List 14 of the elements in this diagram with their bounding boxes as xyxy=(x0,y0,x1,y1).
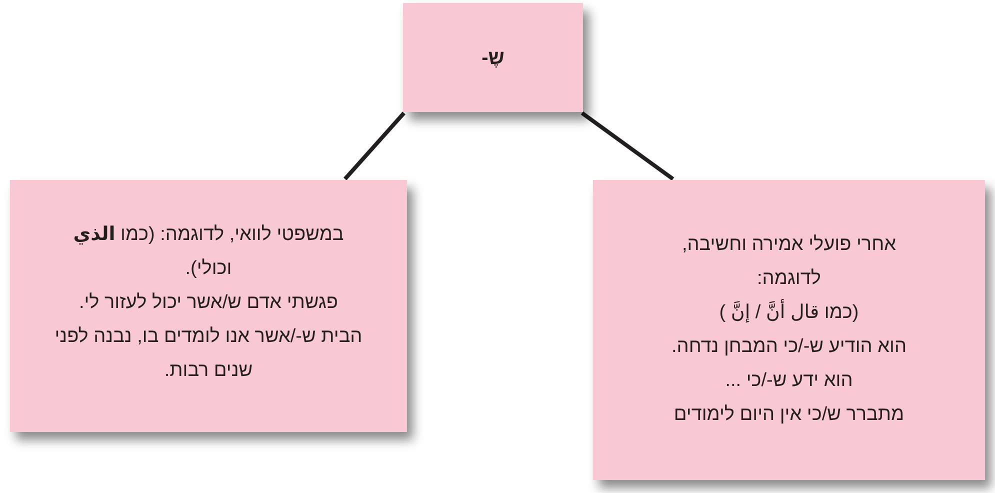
example-text: הוא ידע ש-/כי ... xyxy=(724,369,854,393)
example-text: הוא הודיע ש-/כי המבחן נדחה. xyxy=(670,335,908,359)
text-box xyxy=(593,180,985,480)
example-text: מתברר ש/כי אין היום לימודים xyxy=(672,403,906,427)
example-text: (כמו قال أنَّ / إنَّ ) xyxy=(663,296,915,330)
heading-text: שֶ- xyxy=(480,46,506,70)
connector-line xyxy=(580,111,674,181)
example-text: אחרי פועלי אמירה וחשיבה, לדוגמה: xyxy=(680,233,898,291)
text-box xyxy=(10,180,407,432)
example-text: הבית ש-/אשר אנו לומדים בו, נבנה לפני שנים רבות. xyxy=(54,325,364,383)
text-box xyxy=(403,3,583,112)
example-text: במשפטי לוואי, לדוגמה: (כמו الذي וכולי). xyxy=(72,223,345,281)
connector-line xyxy=(344,112,406,180)
example-text: פגשתי אדם ש/אשר יכול לעזור לי. xyxy=(78,291,340,315)
